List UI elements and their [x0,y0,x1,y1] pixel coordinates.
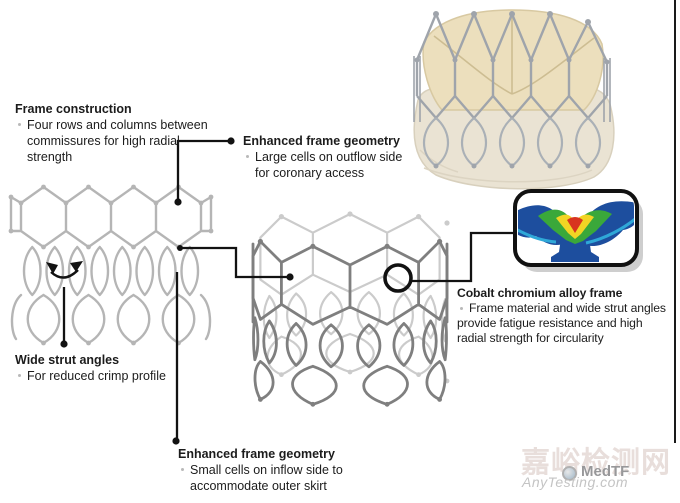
annotation-line: Frame material and wide strut angles [460,301,666,315]
valve-leaflets [422,9,604,111]
annotation-line: Small cells on inflow side to [181,463,343,477]
connector-outflow-cells [176,139,231,200]
annotation-line: for coronary access [255,166,365,180]
annotation-wide-strut: Wide strut angles For reduced crimp prof… [15,352,166,384]
watermark-site: AnyTesting.com [522,474,629,490]
strut-angle-arrow [46,261,83,279]
stent-frame-front [251,238,449,407]
annotation-line: strength [27,150,73,164]
annotation-line: commissures for high radial [27,134,180,148]
valve-3d-image [413,9,615,190]
annotation-title: Enhanced frame geometry [178,447,335,461]
annotation-enhanced-outflow: Enhanced frame geometry Large cells on o… [243,133,402,181]
watermark-brand: MedTF [581,463,630,480]
annotation-frame-construction: Frame construction Four rows and columns… [15,101,208,165]
annotation-line: For reduced crimp profile [18,369,166,383]
annotation-title: Wide strut angles [15,353,120,367]
valve-front-frame [413,12,611,122]
annotation-line: provide fatigue resistance and high [457,316,643,330]
annotation-title: Cobalt chromium alloy frame [457,286,623,300]
annotation-line: Four rows and columns between [18,118,208,132]
annotation-line: radial strength for circularity [457,331,604,345]
fea-inset [513,189,643,272]
watermark-chinese: 嘉峪检测网 [521,447,672,479]
connector-mesh-to-stent [181,246,288,279]
connector-dots [60,137,294,445]
annotation-title: Frame construction [15,102,132,116]
medtf-logo-icon [562,466,577,481]
fea-stress-plot [518,201,634,262]
valve-frame-knobs [414,11,610,169]
annotation-line: Large cells on outflow side [245,150,403,164]
flattened-frame-diagram [8,184,214,346]
connector-lines [62,139,513,438]
detail-circle-marker [383,263,413,293]
bullet-enhanced-outflow [227,137,235,145]
valve-skirt-shading [419,149,593,183]
annotation-cobalt-frame: Cobalt chromium alloy frame Frame materi… [457,286,666,346]
annotation-enhanced-inflow: Enhanced frame geometry Small cells on i… [178,446,343,494]
annotation-title: Enhanced frame geometry [243,134,400,148]
annotation-line: accommodate outer skirt [190,479,327,493]
valve-leaflet-seams [433,12,595,95]
connector-stent-to-fea [411,231,513,283]
stent-frame-back [259,211,450,384]
